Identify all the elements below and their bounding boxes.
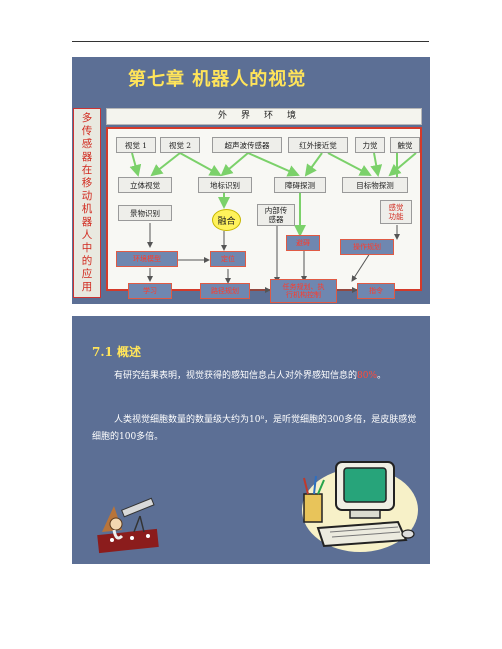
side-label-char: 中 xyxy=(81,242,93,254)
paragraph-1-end: 。 xyxy=(377,371,387,381)
out-learning: 学习 xyxy=(128,283,172,299)
out-environment-model: 环境模型 xyxy=(116,251,178,267)
side-label-char: 移 xyxy=(81,177,93,189)
side-label-char: 动 xyxy=(81,190,93,202)
side-label-char: 在 xyxy=(81,164,93,176)
internal-sensor: 内部传 感器 xyxy=(257,204,295,226)
environment-bar: 外界环境 xyxy=(106,108,422,125)
side-label-char: 机 xyxy=(81,203,93,215)
slide-1-title: 第七章 机器人的视觉 xyxy=(128,69,307,90)
side-label-char: 传 xyxy=(81,125,93,137)
sensor-infrared: 红外接近觉 xyxy=(288,137,348,153)
proc-landmark-recognition: 地标识别 xyxy=(198,177,252,193)
header-rule xyxy=(72,41,429,42)
slide-1: 第七章 机器人的视觉 多传感器在移动机器人中的应用 外界环境 xyxy=(72,57,430,304)
sensor-force: 力觉 xyxy=(355,137,385,153)
sensor-vision-2: 视觉 2 xyxy=(160,137,200,153)
wizard-telescope-clipart xyxy=(97,497,159,554)
sensor-ultrasonic: 超声波传感器 xyxy=(212,137,282,153)
paragraph-1-text: 有研究结果表明，视觉获得的感知信息占人对外界感知信息的 xyxy=(114,371,358,381)
out-manipulation-planning: 操作规划 xyxy=(340,239,394,255)
out-task-planning: 任务规划、执 行机构控制 xyxy=(270,279,337,303)
side-label-char: 用 xyxy=(81,281,93,293)
computer-clipart xyxy=(302,461,418,552)
out-obstacle-avoidance: 避碍 xyxy=(286,235,320,251)
paragraph-1: 有研究结果表明，视觉获得的感知信息占人对外界感知信息的80%。 xyxy=(92,368,420,385)
out-localization: 定位 xyxy=(210,251,246,267)
proc-stereo-vision: 立体视觉 xyxy=(118,177,172,193)
side-label-char: 的 xyxy=(81,255,93,267)
slide-2: 7.1 概述 有研究结果表明，视觉获得的感知信息占人对外界感知信息的80%。 人… xyxy=(72,316,430,564)
proc-scene-recognition: 景物识别 xyxy=(118,205,172,221)
side-label: 多传感器在移动机器人中的应用 xyxy=(73,108,101,298)
side-label-char: 多 xyxy=(81,112,93,124)
side-label-char: 应 xyxy=(81,268,93,280)
side-label-char: 感 xyxy=(81,138,93,150)
sensor-touch: 触觉 xyxy=(390,137,420,153)
section-heading: 7.1 概述 xyxy=(92,345,142,359)
highlight-80-percent: 80% xyxy=(357,371,378,381)
side-label-char: 器 xyxy=(81,216,93,228)
fusion-node: 融合 xyxy=(212,209,241,231)
out-command: 指令 xyxy=(357,283,395,299)
proc-obstacle-detection: 障碍探测 xyxy=(274,177,326,193)
paragraph-2: 人类视觉细胞数量的数量级大约为10⁸，是听觉细胞的300多倍，是皮肤感觉细胞的1… xyxy=(92,415,417,442)
side-label-char: 人 xyxy=(81,229,93,241)
side-label-char: 器 xyxy=(81,151,93,163)
sense-function: 感觉 功能 xyxy=(380,200,412,224)
proc-target-detection: 目标物探测 xyxy=(342,177,408,193)
sensor-vision-1: 视觉 1 xyxy=(116,137,156,153)
out-path-planning: 路径规划 xyxy=(200,283,250,299)
